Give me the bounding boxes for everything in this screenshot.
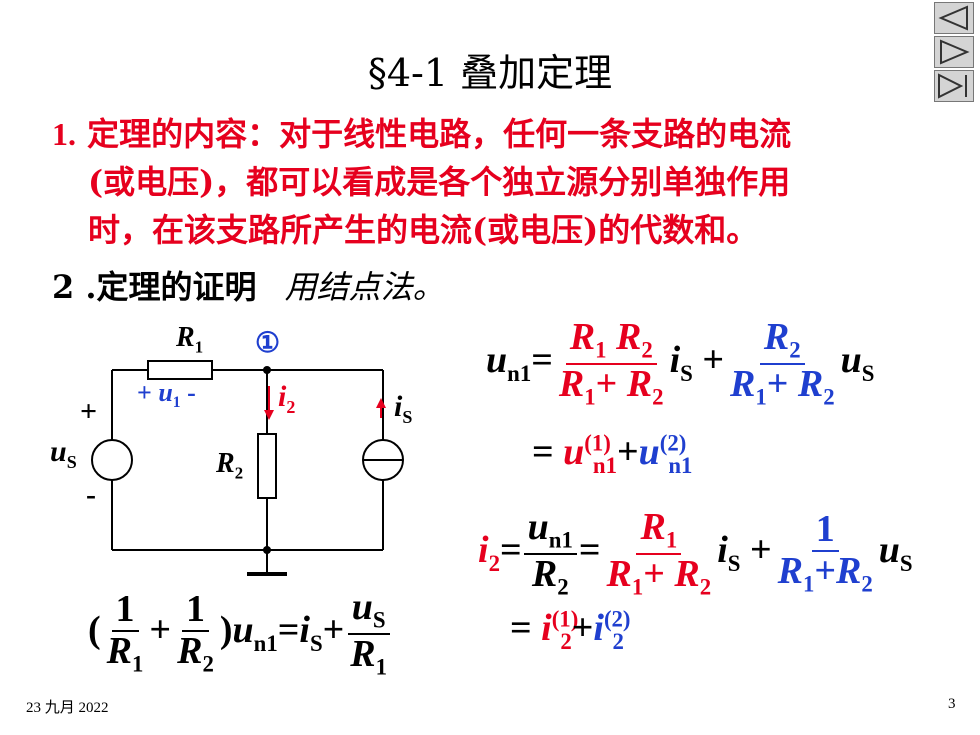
is-arrow-icon [376,398,386,408]
circuit-diagram [91,360,404,576]
theorem-content: 1. 定理的内容：对于线性电路，任何一条支路的电流 (或电压)，都可以看成是各个… [52,110,942,254]
footer-date: 23 九月 2022 [26,700,109,716]
resistor-r1 [147,360,213,380]
i2-superposition: = i(1)2+i(2)2 [510,606,631,654]
label-node-1: ① [255,328,281,359]
slide-nav [934,2,976,104]
proof-heading: 2 .定理的证明用结点法。 [52,262,445,308]
i2-arrow-icon [264,410,274,420]
slide-title: §4-1 叠加定理 [367,51,613,95]
label-u1: + u1 - [137,378,196,412]
node-1-dot [263,366,271,374]
resistor-r2 [257,433,277,499]
label-us-minus: - [86,478,96,511]
un1-superposition: = u(1)n1+u(2)n1 [532,430,693,478]
proof-label: 2 .定理的证明 [52,268,257,306]
label-us-plus: + [80,395,98,428]
theorem-line-1: 定理的内容：对于线性电路，任何一条支路的电流 [87,115,792,153]
page-number: 3 [948,696,956,712]
theorem-line-3: 时，在该支路所产生的电流(或电压)的代数和。 [88,211,759,249]
theorem-number: 1. [52,116,76,152]
theorem-line-2: (或电压)，都可以看成是各个独立源分别单独作用 [88,163,791,201]
label-i2: i2 [278,380,296,417]
label-us: uS [50,435,77,472]
ground-node-dot [263,546,271,554]
prev-slide-button[interactable] [934,2,974,34]
last-slide-icon [938,73,967,99]
prev-triangle-icon [938,5,968,31]
next-slide-button[interactable] [934,36,974,68]
label-is: iS [394,390,413,427]
last-slide-button[interactable] [934,70,974,102]
label-r2: R2 [216,448,244,483]
label-r1: R1 [176,322,204,357]
proof-method: 用结点法。 [284,268,445,306]
voltage-source-us [91,439,133,481]
next-triangle-icon [940,39,970,65]
